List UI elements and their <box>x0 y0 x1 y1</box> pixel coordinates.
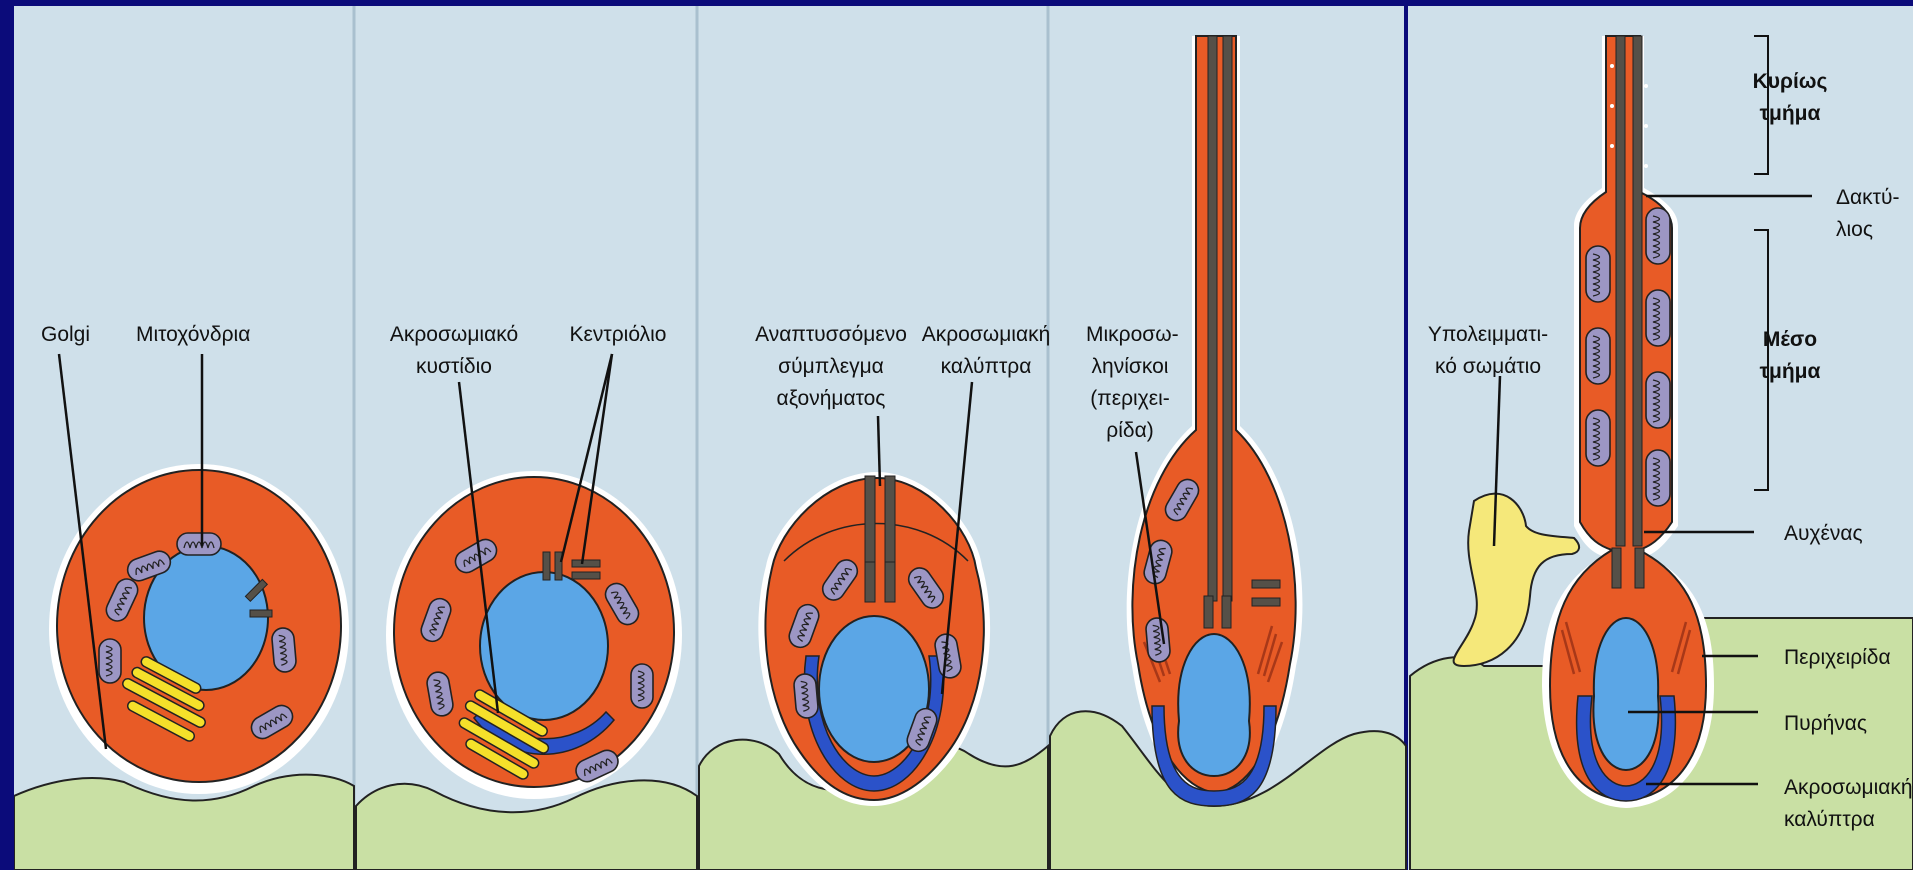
axoneme-label-1: Αναπτυσσόμενο <box>755 323 907 346</box>
nucleus-label: Πυρήνας <box>1784 712 1867 735</box>
principal-piece-label-2: τμήμα <box>1760 102 1821 125</box>
spermiogenesis-figure: Golgi Μιτοχόνδρια <box>14 6 1913 870</box>
acro-cap-final-label-1: Ακροσωμιακή <box>1784 776 1913 799</box>
microtubules-label-2: λη­νίσκοι <box>1092 355 1169 378</box>
stage-2-acrosome-vesicle: Ακροσωμιακό κυστίδιο Κεντριόλιο <box>356 323 697 870</box>
stage-1-golgi-phase: Golgi Μιτοχόνδρια <box>14 323 354 870</box>
acro-cap-label-2: καλύπτρα <box>941 355 1032 378</box>
middle-piece-label-2: τμήμα <box>1760 360 1821 383</box>
golgi-label: Golgi <box>41 323 90 346</box>
stage-5-mature-spermatozoon: Υπολειμματι- κό σωμάτιο Κυρίως τμήμα Δακ… <box>1410 36 1913 870</box>
centriole-label: Κεντριόλιο <box>570 323 667 346</box>
stage-4-acrosome-phase: Μικροσω- λη­νίσκοι (περιχει- ρίδα) <box>1050 36 1406 870</box>
nucleus <box>480 572 608 720</box>
microtubules-label-3: (περιχει- <box>1090 387 1170 410</box>
residual-body-label-2: κό σωμάτιο <box>1435 355 1541 378</box>
nucleus <box>1593 618 1658 770</box>
axoneme-label-3: αξονήματος <box>777 387 886 410</box>
acrosome-vesicle-label-1: Ακροσωμιακό <box>390 323 518 346</box>
spermiogenesis-diagram: Golgi Μιτοχόνδρια <box>14 6 1913 870</box>
middle-piece-label-1: Μέσο <box>1763 328 1817 351</box>
axoneme-label-2: σύμπλεγμα <box>778 355 884 378</box>
neck-label: Αυχένας <box>1784 522 1863 545</box>
annulus-label-1: Δακτύ- <box>1836 186 1899 209</box>
annulus-label-2: λιος <box>1836 218 1873 241</box>
acro-cap-label-1: Ακροσωμιακή <box>922 323 1051 346</box>
microtubules-label-4: ρίδα) <box>1106 419 1153 442</box>
stage-3-cap-phase: Αναπτυσσόμενο σύμπλεγμα αξονήματος Ακροσ… <box>699 323 1050 870</box>
principal-piece-label-1: Κυρίως <box>1753 70 1828 93</box>
acrosome-vesicle-label-2: κυστίδιο <box>416 355 492 378</box>
microtubules-label-1: Μικροσω- <box>1086 323 1179 346</box>
mitochondria-label: Μιτοχόνδρια <box>136 323 250 346</box>
acro-cap-final-label-2: καλύπτρα <box>1784 808 1875 831</box>
nucleus <box>1178 634 1250 776</box>
manchette-label: Περιχειρίδα <box>1784 646 1891 669</box>
residual-body-label-1: Υπολειμματι- <box>1428 323 1548 346</box>
